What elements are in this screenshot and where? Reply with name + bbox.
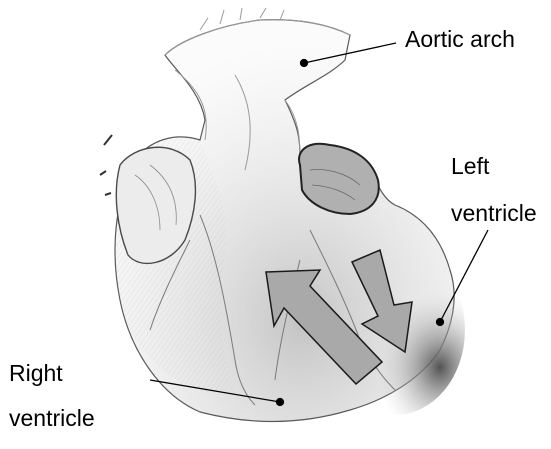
aortic-arch-marker-dot	[301, 60, 308, 67]
right-ventricle-label-line2: ventricle	[9, 407, 95, 430]
left-ventricle-label-line1: Left	[451, 155, 489, 178]
right-atrium-sketch	[100, 135, 195, 263]
right-ventricle-marker-dot	[277, 399, 284, 406]
right-ventricle-label-line1: Right	[9, 362, 63, 385]
aortic-arch-label: Aortic arch	[405, 28, 515, 51]
left-ventricle-label-line2: ventricle	[451, 202, 537, 225]
left-ventricle-marker-dot	[437, 319, 444, 326]
